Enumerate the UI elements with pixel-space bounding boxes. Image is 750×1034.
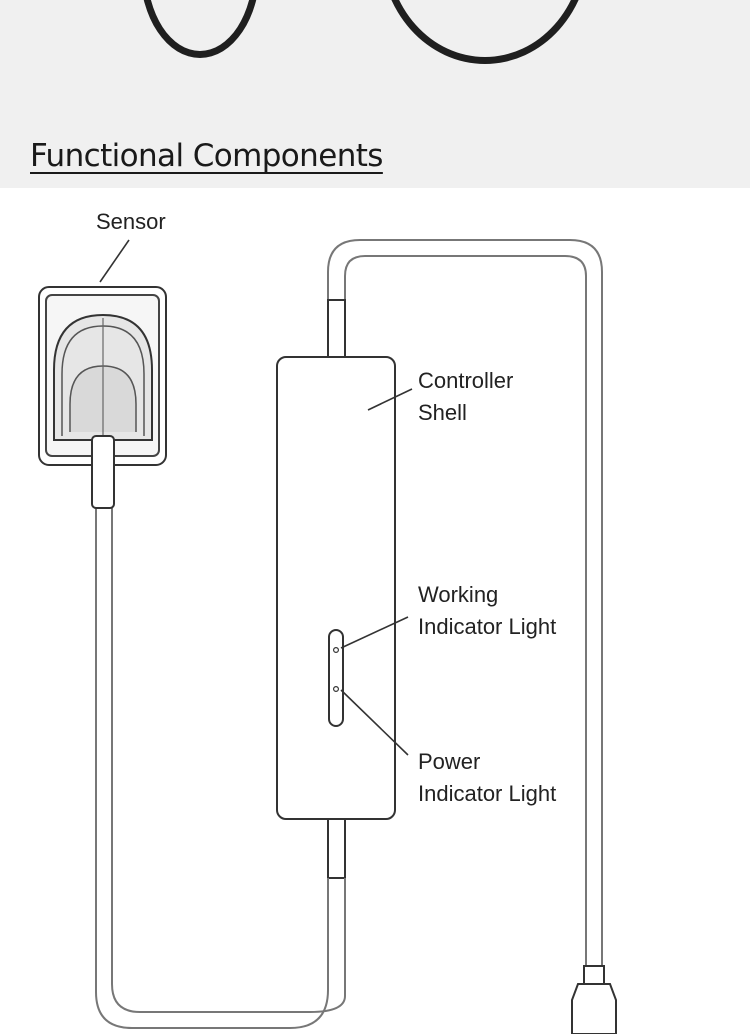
label-sensor-text: Sensor <box>96 209 166 234</box>
cable-right <box>327 239 603 966</box>
label-controller-line2: Shell <box>418 400 467 425</box>
section-title: Functional Components <box>30 138 383 174</box>
label-working-indicator-light: Working Indicator Light <box>418 579 556 643</box>
label-power-line2: Indicator Light <box>418 781 557 806</box>
indicator-window <box>328 629 344 727</box>
power-indicator-light <box>333 685 340 692</box>
label-sensor: Sensor <box>96 207 166 237</box>
strain-relief-top <box>327 299 346 359</box>
cable-left <box>95 506 346 1029</box>
leader-controller <box>367 388 413 411</box>
label-power-indicator-light: Power Indicator Light <box>418 746 556 810</box>
controller-shell <box>276 356 396 820</box>
leader-working <box>340 616 409 649</box>
usb-plug <box>571 965 617 1034</box>
label-controller-line1: Controller <box>418 368 514 393</box>
functional-components-diagram <box>38 239 617 1034</box>
working-indicator-light <box>333 646 340 653</box>
cable-loop-left <box>140 0 260 58</box>
label-power-line1: Power <box>418 749 481 774</box>
sensor <box>38 286 167 509</box>
strain-relief-bottom <box>327 817 346 879</box>
leader-power <box>340 689 409 756</box>
product-photo-strip: Functional Components <box>0 0 750 188</box>
leader-sensor <box>99 239 130 283</box>
cable-loop-right <box>380 0 590 64</box>
leader-lines <box>99 239 413 756</box>
label-controller-shell: Controller Shell <box>418 365 513 429</box>
label-working-line2: Indicator Light <box>418 614 557 639</box>
label-working-line1: Working <box>418 582 499 607</box>
sensor-neck <box>91 435 115 509</box>
